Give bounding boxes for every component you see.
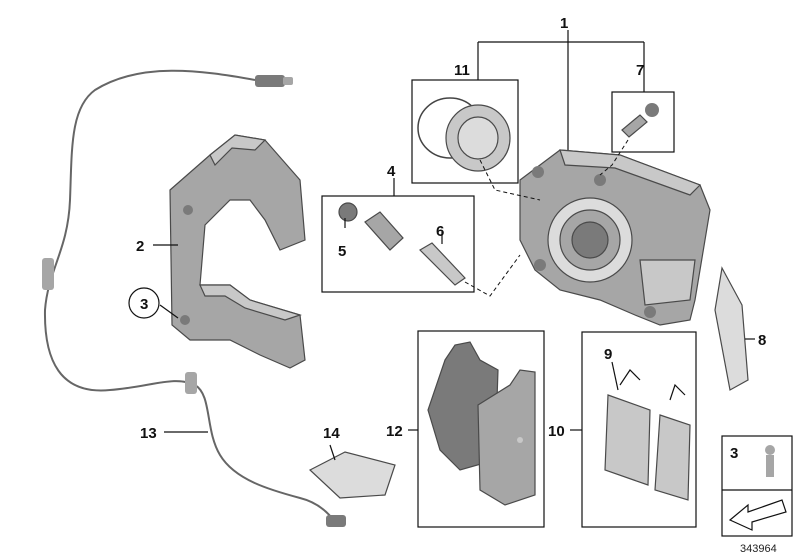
grease-sachet	[308, 451, 396, 499]
leader-lines	[153, 30, 755, 461]
box-seal-kit	[411, 79, 519, 184]
legend-box: 3	[721, 435, 793, 537]
box-brake-pads	[417, 330, 545, 528]
label-14: 14	[323, 425, 340, 442]
anti-rattle-spring-set	[604, 369, 691, 501]
box-guide-bolt-kit	[321, 195, 475, 293]
box-bleed-screw	[611, 91, 675, 153]
caliper-spring-clip	[714, 266, 749, 391]
label-4: 4	[387, 163, 396, 180]
label-5: 5	[338, 243, 346, 260]
screw-icon	[765, 445, 775, 477]
brake-pad-set	[427, 341, 536, 506]
bleed-screw	[621, 103, 659, 138]
legend-label-3: 3	[730, 445, 738, 462]
guide-sleeve	[364, 211, 404, 251]
brake-pad-wear-sensor	[42, 69, 346, 527]
label-6: 6	[436, 223, 444, 240]
label-9: 9	[604, 346, 612, 363]
piston-seal-kit	[417, 97, 511, 172]
label-7: 7	[636, 62, 644, 79]
label-11: 11	[454, 62, 470, 79]
label-10: 10	[548, 423, 565, 440]
label-3-circle	[128, 287, 160, 319]
label-12: 12	[386, 423, 403, 440]
sensor-tip	[326, 515, 346, 527]
diagram-id: 343964	[740, 543, 777, 555]
guide-bolt	[419, 242, 466, 286]
guide-bolt-kit	[338, 202, 466, 286]
sensor-connector	[255, 75, 285, 87]
label-1: 1	[560, 15, 568, 32]
label-8: 8	[758, 332, 766, 349]
label-2: 2	[136, 238, 144, 255]
brake-caliper-housing	[519, 149, 711, 326]
label-3: 3	[140, 296, 148, 313]
direction-arrow-icon	[728, 499, 787, 531]
sensor-grommet	[42, 258, 54, 290]
label-13: 13	[140, 425, 157, 442]
caliper-carrier	[169, 134, 306, 369]
